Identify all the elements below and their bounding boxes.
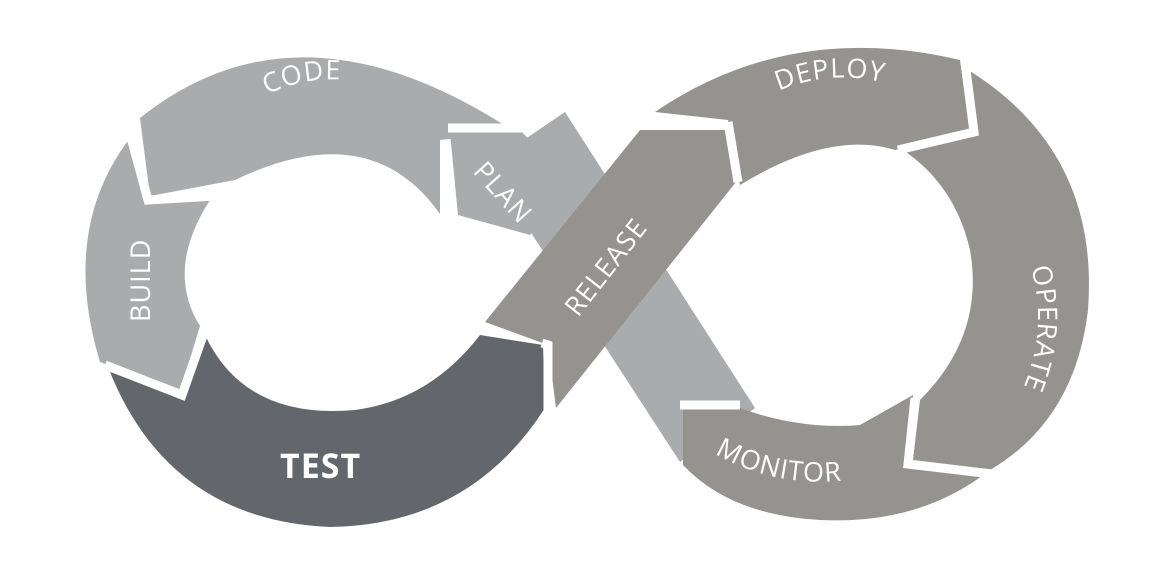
operate-segment <box>903 68 1089 470</box>
label-test: TEST <box>280 442 361 488</box>
code-segment <box>140 57 515 215</box>
test-segment <box>110 335 545 527</box>
monitor-segment <box>683 395 990 521</box>
release-segment <box>485 130 736 408</box>
plan-segment <box>450 130 570 235</box>
label-build: BUILD <box>121 239 158 322</box>
segment-separators <box>103 61 993 479</box>
